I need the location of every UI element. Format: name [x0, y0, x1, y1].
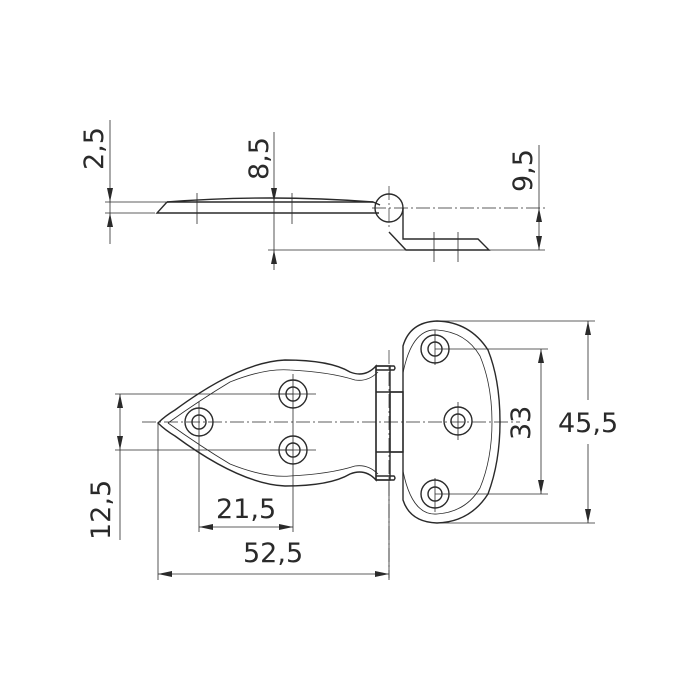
- dim-plate-thickness: 2,5: [79, 127, 110, 170]
- dim-overall-left-length: 52,5: [243, 538, 303, 569]
- dim-overall-height: 45,5: [558, 408, 618, 439]
- left-leaf-outline: [157, 359, 377, 487]
- dim-leaf-height: 8,5: [244, 137, 275, 180]
- dim-right-vertical-spacing: 33: [506, 406, 537, 440]
- dim-offset-height: 9,5: [508, 149, 539, 192]
- top-view: 12,5 21,5 52,5 33 45,5: [86, 320, 618, 580]
- dim-left-horizontal-spacing: 21,5: [216, 494, 276, 525]
- dim-left-vertical-spacing: 12,5: [86, 480, 117, 540]
- side-view: 2,5 8,5 9,5: [79, 120, 545, 270]
